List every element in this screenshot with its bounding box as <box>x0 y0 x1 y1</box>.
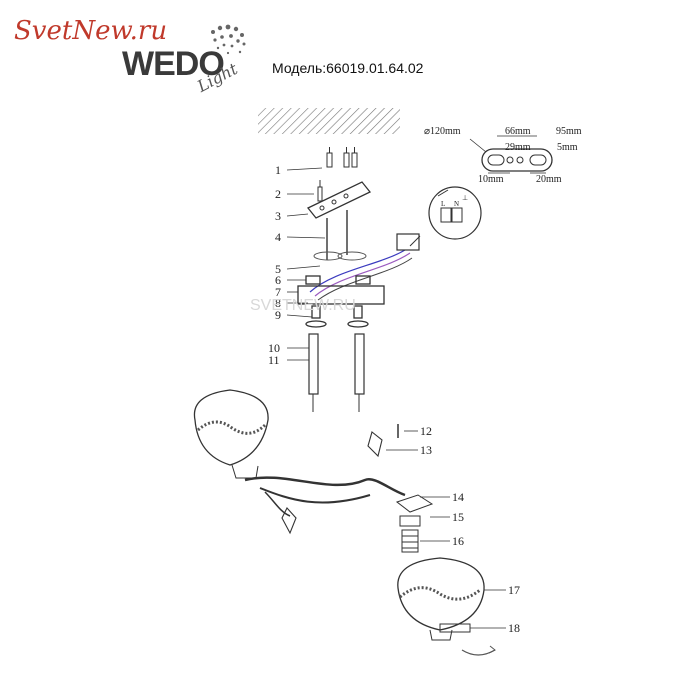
leader-lines <box>286 167 506 629</box>
part-label: 8 <box>275 296 281 310</box>
logo-wedo: WEDO <box>122 45 225 83</box>
part-label: 4 <box>275 230 281 244</box>
dim-10: 10mm <box>478 174 504 185</box>
terminal-letter-ground: ⊥ <box>462 194 468 202</box>
part-label: 10 <box>268 341 280 355</box>
ceiling-hatch <box>258 108 400 134</box>
crystal-drop-icon <box>367 431 383 458</box>
part-label: 2 <box>275 187 281 201</box>
screws <box>317 147 358 202</box>
dim-66: 66mm <box>505 126 531 137</box>
bracket-detail <box>469 135 553 174</box>
dim-29: 29mm <box>505 142 531 153</box>
dim-20: 20mm <box>536 174 562 185</box>
crystal-drop-icon <box>281 507 297 535</box>
part-label: 18 <box>508 621 520 635</box>
mounting-plate <box>306 181 372 219</box>
part-label: 11 <box>268 353 280 367</box>
model-label: Модель:66019.01.64.02 <box>272 60 424 76</box>
dim-95: 95mm <box>556 126 582 137</box>
dim-5: 5mm <box>557 142 578 153</box>
part-label: 17 <box>508 583 520 597</box>
shade-upper <box>193 389 269 479</box>
part-label: 9 <box>275 308 281 322</box>
part-label: 15 <box>452 510 464 524</box>
part-label: 5 <box>275 262 281 276</box>
terminal-letter-n: N <box>454 200 459 208</box>
part-label: 13 <box>420 443 432 457</box>
lamp-socket <box>395 494 434 553</box>
part-label: 7 <box>275 285 281 299</box>
part-label: 3 <box>275 209 281 223</box>
part-label: 16 <box>452 534 464 548</box>
watermark: SVETNEW.RU <box>250 297 356 314</box>
part-label: 1 <box>275 163 281 177</box>
terminal-letter-l: L <box>441 200 445 208</box>
logo-svetnew: SvetNew.ru <box>14 16 168 46</box>
terminal-block <box>396 233 420 251</box>
part-label: 6 <box>275 273 281 287</box>
part-label: 14 <box>452 490 464 504</box>
part-labels: 1 2 3 4 5 6 7 8 9 10 11 12 13 14 15 16 1… <box>268 163 520 635</box>
part-label: 12 <box>420 424 432 438</box>
terminal-zoom <box>409 186 482 247</box>
dim-diameter: ⌀120mm <box>424 126 461 137</box>
logo-ornament-icon <box>211 24 246 55</box>
